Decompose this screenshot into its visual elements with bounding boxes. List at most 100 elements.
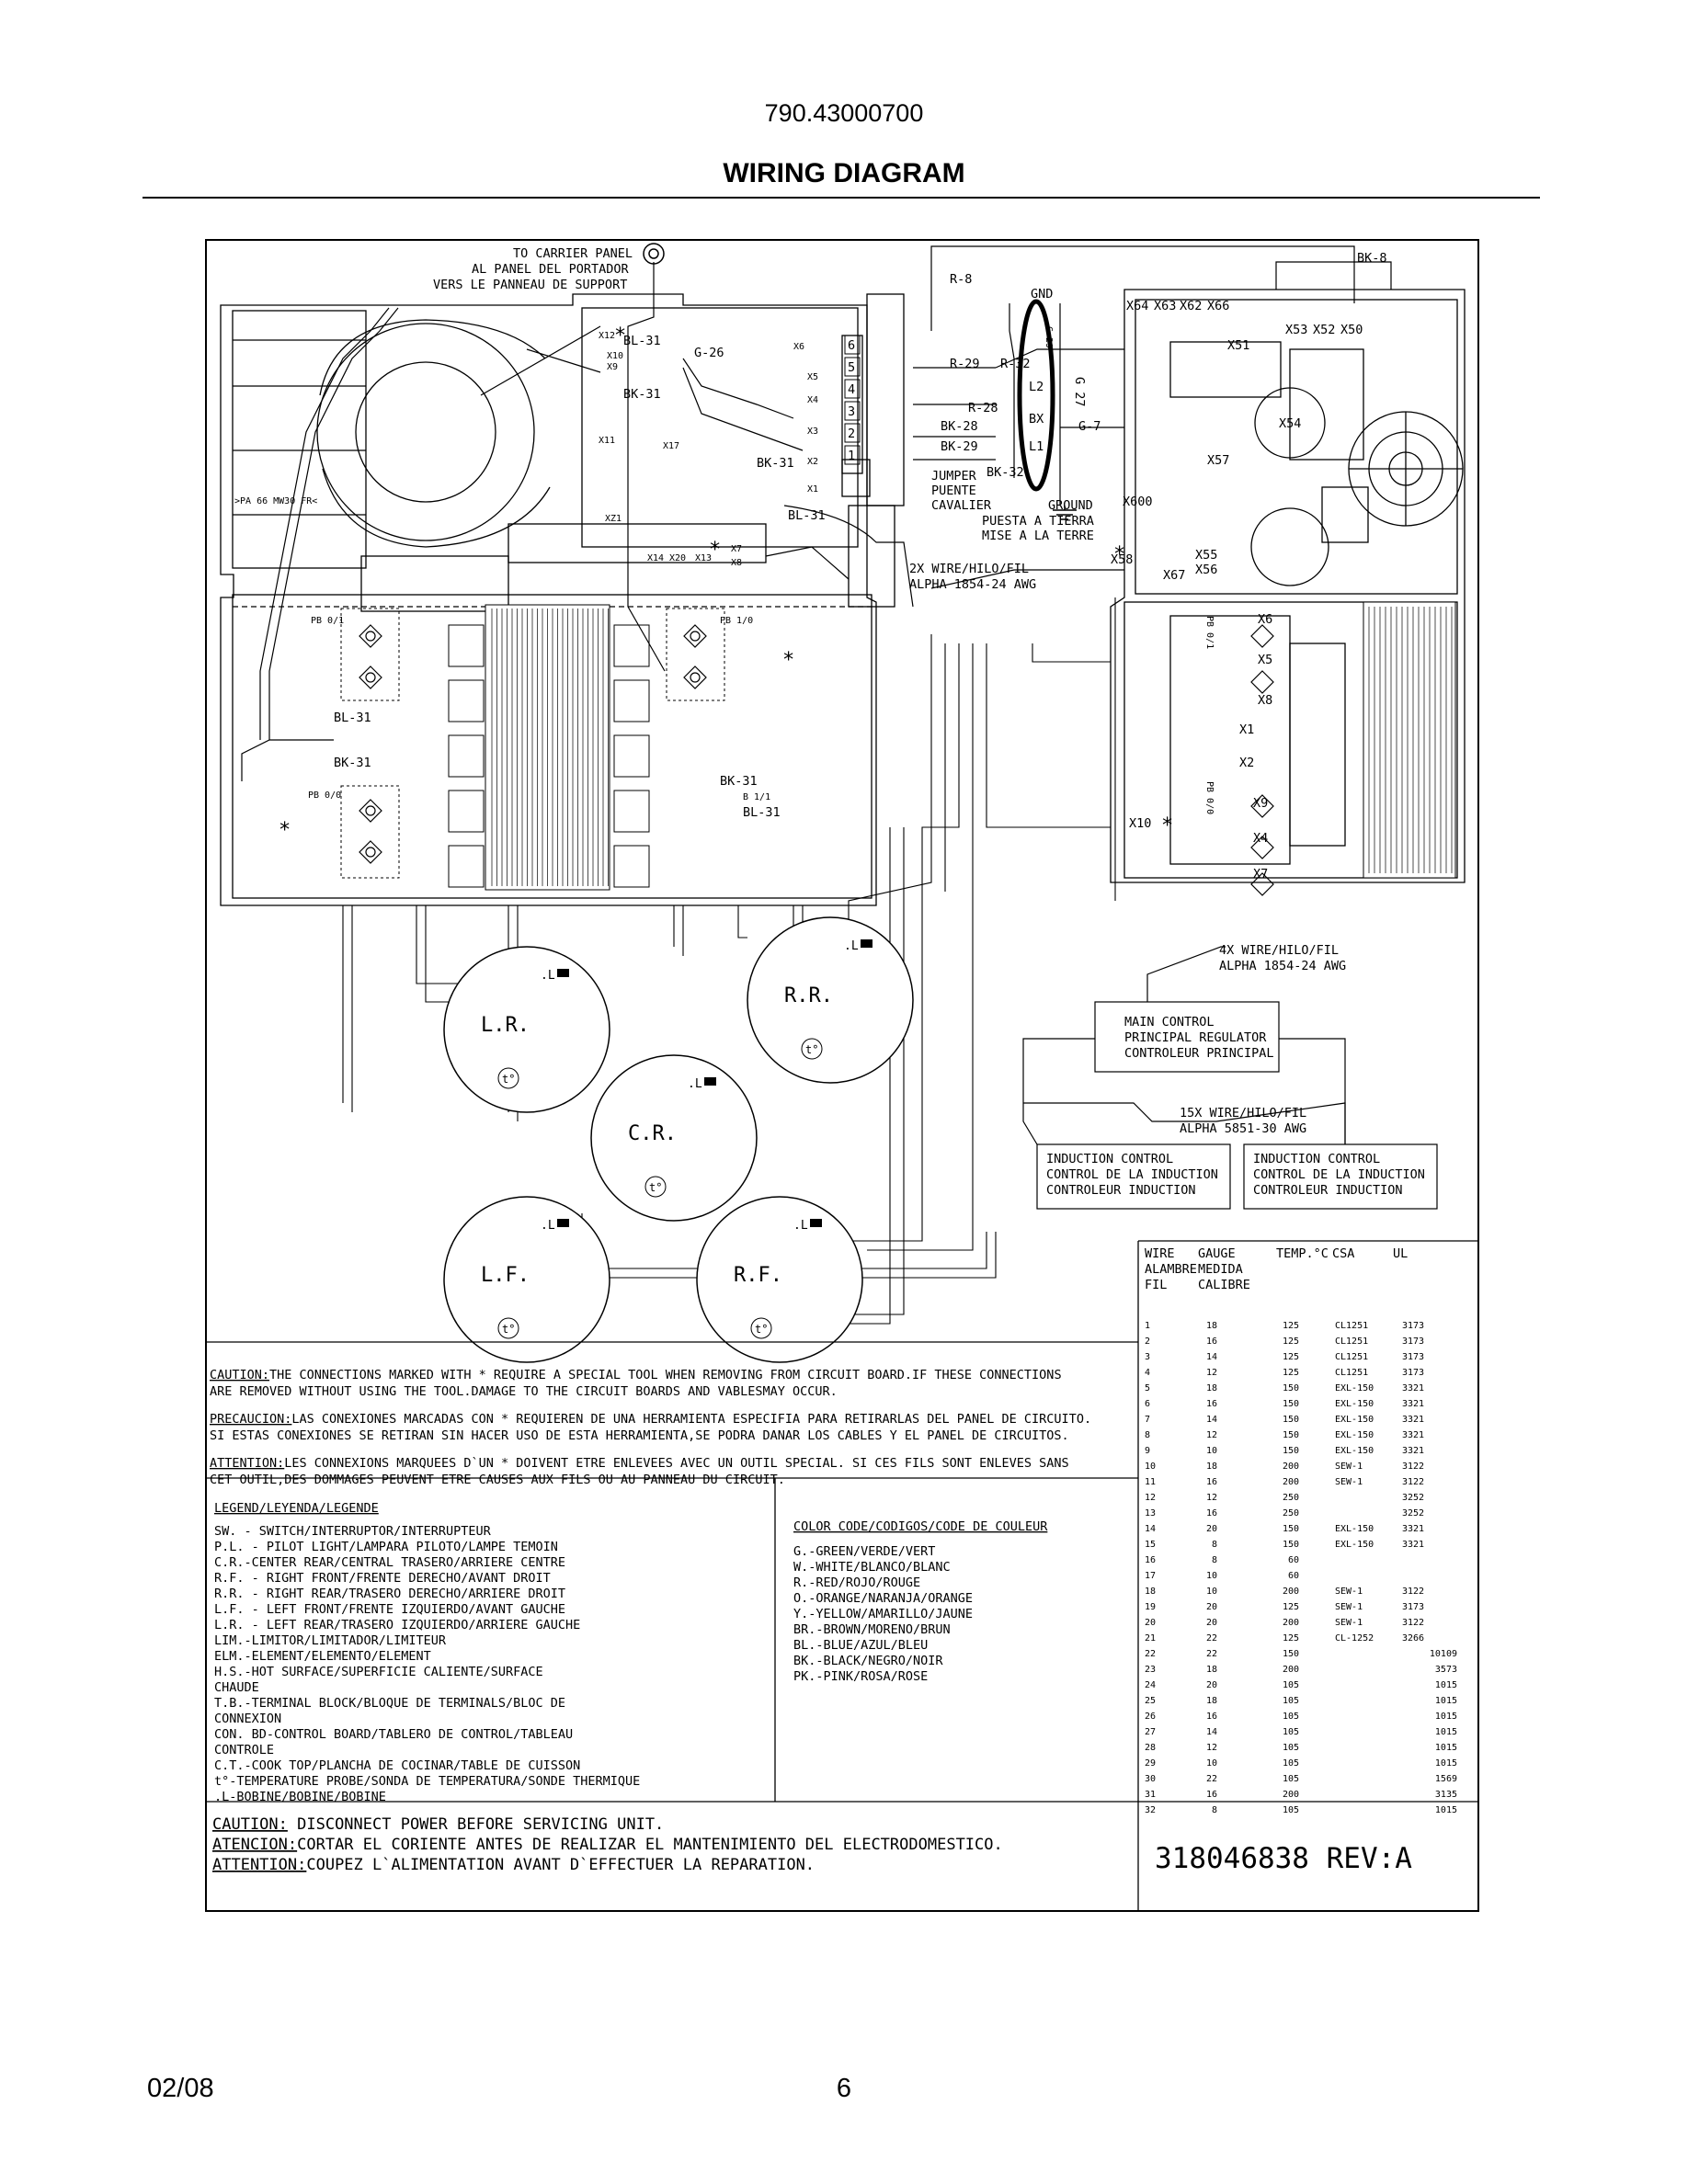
wire-table-cell: 10109 — [1430, 1649, 1457, 1659]
wire-table-cell: 105 — [1283, 1680, 1299, 1690]
conn-main-x7: X7 — [1253, 867, 1268, 882]
wire-table-cell: 105 — [1283, 1727, 1299, 1737]
wire-table-cell: 150 — [1283, 1415, 1299, 1425]
wire-table-header: GAUGE — [1198, 1246, 1236, 1261]
coil-mark — [557, 969, 569, 977]
wire-table-cell: 18 — [1145, 1587, 1156, 1597]
wire-table-cell: 4 — [1145, 1368, 1150, 1378]
carrier-label-1: TO CARRIER PANEL — [513, 246, 633, 261]
element-circle — [696, 1196, 863, 1363]
conn-left-pb01: PB 0/1 — [311, 616, 344, 626]
text-frames — [206, 1240, 1478, 1911]
wire-table-cell: 150 — [1283, 1540, 1299, 1550]
wire-table-cell: 18 — [1206, 1462, 1217, 1472]
precaucion-text: LAS CONEXIONES MARCADAS CON * REQUIEREN … — [291, 1412, 1091, 1427]
power-modules — [448, 624, 650, 888]
legend-item: .L-BOBINE/BOBINE/BOBINE — [214, 1790, 386, 1804]
bottom-atencion-text: CORTAR EL CORIENTE ANTES DE REALIZAR EL … — [297, 1836, 1003, 1854]
wire-table-cell: 29 — [1145, 1758, 1156, 1769]
wire-table-cell: 24 — [1145, 1680, 1156, 1690]
wire-table-cell: 16 — [1206, 1508, 1217, 1519]
jumper-1: JUMPER — [931, 469, 977, 483]
main-control-3: CONTROLEUR PRINCIPAL — [1124, 1046, 1274, 1061]
wire-table-header: TEMP.°C — [1276, 1246, 1329, 1261]
conn-x54: X54 — [1279, 416, 1301, 431]
wire-table-cell: 60 — [1288, 1555, 1299, 1565]
wire-table-cell: 22 — [1206, 1633, 1217, 1644]
wire-table-cell: 125 — [1283, 1602, 1299, 1612]
wire-g27: G 27 — [1072, 377, 1087, 407]
terminal — [844, 401, 861, 421]
terminal-number: 1 — [848, 449, 855, 463]
conn-xz1: XZ1 — [605, 514, 622, 524]
wire-bk31-b: BK-31 — [757, 456, 794, 471]
wire-table-cell: 125 — [1283, 1352, 1299, 1362]
conn-x56: X56 — [1195, 563, 1217, 577]
coil-label: .L — [541, 969, 555, 983]
element-lr: L.R..Lt° — [443, 946, 610, 1113]
conn-left-x1: X1 — [807, 484, 818, 495]
power-module — [448, 845, 485, 888]
wire-table-cell: CL1251 — [1335, 1321, 1368, 1331]
title-rule — [143, 197, 1540, 199]
wire-table-cell: 3122 — [1402, 1462, 1424, 1472]
wire-15x-2: ALPHA 5851-30 AWG — [1180, 1121, 1306, 1136]
wire-4x-2: ALPHA 1854-24 AWG — [1219, 959, 1346, 973]
wire-table-cell: 3122 — [1402, 1618, 1424, 1628]
wire-table-cell: 27 — [1145, 1727, 1156, 1737]
legend-item: L.F. - LEFT FRONT/FRENTE IZQUIERDO/AVANT… — [214, 1602, 565, 1617]
wire-table-cell: SEW-1 — [1335, 1462, 1363, 1472]
wire-table-cell: 3122 — [1402, 1587, 1424, 1597]
wire-table-header: FIL — [1145, 1278, 1167, 1292]
wire-table-cell: 7 — [1145, 1415, 1150, 1425]
legend-item: CHAUDE — [214, 1680, 259, 1695]
terminal — [844, 423, 861, 443]
wire-table-cell: 200 — [1283, 1665, 1299, 1675]
element-lf: L.F..Lt° — [443, 1196, 610, 1363]
terminal-number: 3 — [848, 404, 855, 419]
wire-table-cell: 105 — [1283, 1774, 1299, 1784]
ground-3: MISE A LA TERRE — [982, 529, 1094, 543]
conn-main-x6: X6 — [1258, 612, 1272, 627]
wire-g26: G-26 — [694, 346, 724, 360]
wire-table-cell: 1015 — [1435, 1696, 1457, 1706]
main-heatsink-fins — [1368, 607, 1453, 873]
wire-table-cell: 8 — [1212, 1540, 1217, 1550]
wire-table-cell: 3266 — [1402, 1633, 1424, 1644]
induction-b-2: CONTROL DE LA INDUCTION — [1253, 1167, 1425, 1182]
main-heatsink — [1363, 601, 1456, 879]
precaucion-key: PRECAUCION: — [210, 1412, 291, 1427]
footer-date: 02/08 — [147, 2074, 214, 2103]
wire-table-cell: 1015 — [1435, 1727, 1457, 1737]
model-number: 790.43000700 — [764, 99, 924, 127]
probe-symbol — [644, 1176, 667, 1198]
wire-table-cell: 26 — [1145, 1712, 1156, 1722]
wire-table-cell: 14 — [1206, 1727, 1217, 1737]
wire-table-cell: 200 — [1283, 1477, 1299, 1487]
terminal-number: 4 — [848, 382, 855, 397]
conn-left-x3: X3 — [807, 427, 818, 437]
wire-table-cell: 10 — [1145, 1462, 1156, 1472]
wire-table-cell: 31 — [1145, 1790, 1156, 1800]
probe-symbol — [750, 1317, 772, 1339]
wire-table-cell: 105 — [1283, 1805, 1299, 1815]
wire-table-cell: 12 — [1206, 1430, 1217, 1440]
coil-label: .L — [793, 1219, 808, 1233]
svg-text:CAUTION:THE CONNECTIONS MARKED: CAUTION:THE CONNECTIONS MARKED WITH * RE… — [210, 1368, 1062, 1382]
coil-mark — [861, 939, 873, 948]
conn-left-x4: X4 — [807, 395, 818, 405]
legend-item: L.R. - LEFT REAR/TRASERO IZQUIERDO/ARRIE… — [214, 1618, 580, 1632]
wire-table-header: CSA — [1332, 1246, 1354, 1261]
coil-label: .L — [541, 1219, 555, 1233]
terminal — [844, 379, 861, 399]
bottom-caution-key: CAUTION: — [212, 1815, 288, 1834]
svg-text:*: * — [782, 649, 794, 672]
color-code-item: BL.-BLUE/AZUL/BLEU — [793, 1638, 928, 1653]
element-name: R.F. — [734, 1264, 782, 1287]
wire-table-cell: 14 — [1206, 1415, 1217, 1425]
wire-bk32: BK-32 — [987, 465, 1024, 480]
element-circle — [443, 946, 610, 1113]
wire-table-cell: EXL-150 — [1335, 1383, 1374, 1393]
wire-g7: G-7 — [1078, 419, 1101, 434]
